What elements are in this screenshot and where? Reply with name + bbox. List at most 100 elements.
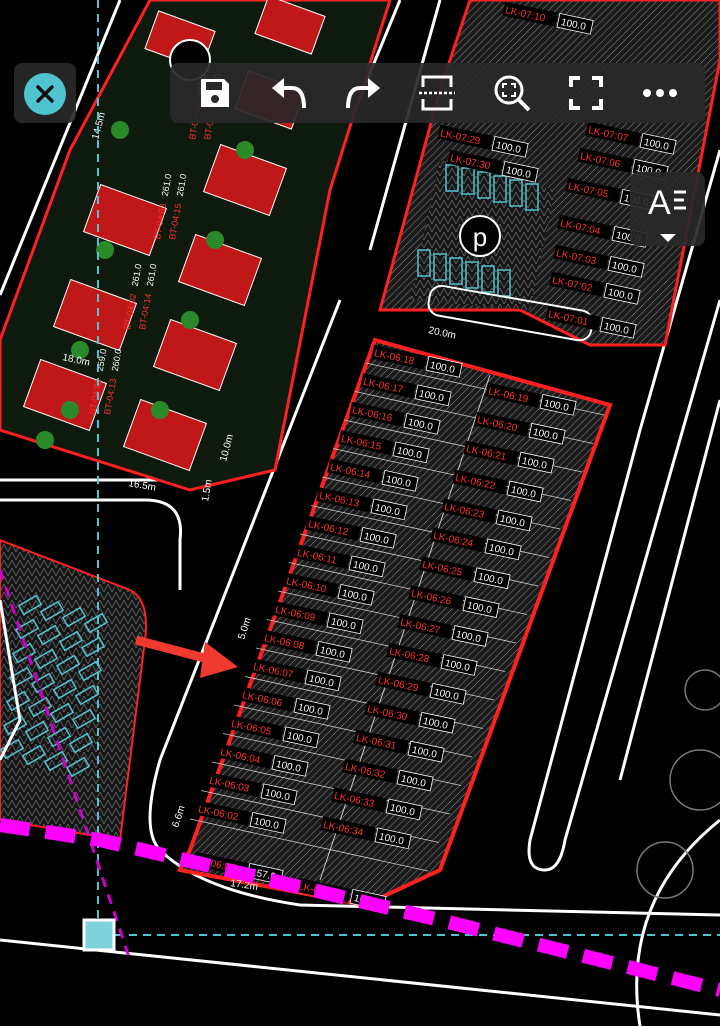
lot-area: 100.0 xyxy=(495,140,522,156)
lot-area: 100.0 xyxy=(532,427,559,443)
lot-area: 100.0 xyxy=(611,260,638,276)
parking-stall xyxy=(24,720,50,742)
lot-area: 100.0 xyxy=(444,658,471,674)
parking-stall xyxy=(74,684,100,706)
lot-area: 261.0 xyxy=(145,263,159,287)
lot-area: 100.0 xyxy=(418,389,445,405)
lot-area: 261.0 xyxy=(175,173,189,197)
lot-area: 157.9 xyxy=(250,867,277,883)
lot-area: 260.0 xyxy=(110,348,124,372)
fullscreen-icon xyxy=(568,76,603,110)
lot-area: 100.0 xyxy=(407,417,434,433)
save-icon xyxy=(201,79,230,107)
more-button[interactable] xyxy=(636,69,684,117)
parking-stall xyxy=(14,618,40,640)
lot-area: 100.0 xyxy=(400,774,427,790)
dimension-gap: 1.5m xyxy=(200,479,215,503)
parking-stall xyxy=(17,594,43,616)
lot-area: 100.0 xyxy=(433,687,460,703)
lot-area: 100.0 xyxy=(275,759,302,775)
lot-area: 100.0 xyxy=(521,456,548,472)
dimension-bt-depth: 16.5m xyxy=(127,478,156,494)
parking-stall xyxy=(39,600,65,622)
lot-area: 100.0 xyxy=(422,716,449,732)
lot-area: 100.0 xyxy=(378,832,405,848)
parking-stall xyxy=(77,660,103,682)
site-boundary-line xyxy=(0,818,720,997)
parking-symbol: p xyxy=(473,222,487,252)
lot-area: 261.0 xyxy=(130,263,144,287)
parking-stall xyxy=(68,732,94,754)
close-icon xyxy=(36,85,54,103)
lot-area: 100.0 xyxy=(499,514,526,530)
parking-area-southwest xyxy=(0,538,147,842)
section-button[interactable] xyxy=(413,69,461,117)
close-panel xyxy=(14,63,76,123)
parking-stall xyxy=(33,648,59,670)
close-button[interactable] xyxy=(24,73,66,115)
parking-stall xyxy=(46,726,72,748)
undo-button[interactable] xyxy=(265,69,313,117)
annotation-arrow xyxy=(134,635,238,678)
lot-area: 100.0 xyxy=(466,600,493,616)
lot-area: 100.0 xyxy=(330,617,357,633)
split-section-icon xyxy=(419,75,456,111)
lot-area: 100.0 xyxy=(385,474,412,490)
parking-stall xyxy=(80,636,106,658)
parking-stall xyxy=(11,642,37,664)
lot-area: 100.0 xyxy=(510,485,537,501)
lot-area: 100.0 xyxy=(505,165,532,181)
lot-area: 100.0 xyxy=(643,137,670,153)
redo-icon xyxy=(346,78,381,109)
lot-area: 100.0 xyxy=(607,287,634,303)
parking-stall xyxy=(55,654,81,676)
text-style-dropdown-caret[interactable] xyxy=(660,234,676,242)
lot-area: 100.0 xyxy=(429,360,456,376)
parking-stall xyxy=(30,672,56,694)
snap-point-marker[interactable] xyxy=(82,918,116,952)
toolbar xyxy=(170,63,705,123)
parking-stall xyxy=(61,606,87,628)
parking-stall xyxy=(83,612,109,634)
zoom-extents-button[interactable] xyxy=(488,69,536,117)
lot-area: 100.0 xyxy=(488,543,515,559)
lot-area: 100.0 xyxy=(603,321,630,337)
parking-stall xyxy=(2,714,28,736)
text-style-button[interactable]: A xyxy=(630,172,705,230)
parking-stall xyxy=(58,630,84,652)
parking-stall xyxy=(71,708,97,730)
lot-area: 100.0 xyxy=(264,788,291,804)
lot-divider xyxy=(189,818,429,872)
text-style-icon: A xyxy=(648,184,686,218)
lot-area: 100.0 xyxy=(253,816,280,832)
fullscreen-button[interactable] xyxy=(562,69,610,117)
save-button[interactable] xyxy=(191,69,239,117)
lot-area: 100.0 xyxy=(411,745,438,761)
parking-stall xyxy=(52,678,78,700)
lot-area: 100.0 xyxy=(286,731,313,747)
parking-stall xyxy=(49,702,75,724)
lot-area: 261.0 xyxy=(160,173,174,197)
lot-area: 100.0 xyxy=(543,398,570,414)
lot-area: 100.0 xyxy=(363,531,390,547)
text-style-panel: A xyxy=(630,172,705,246)
redo-button[interactable] xyxy=(339,69,387,117)
